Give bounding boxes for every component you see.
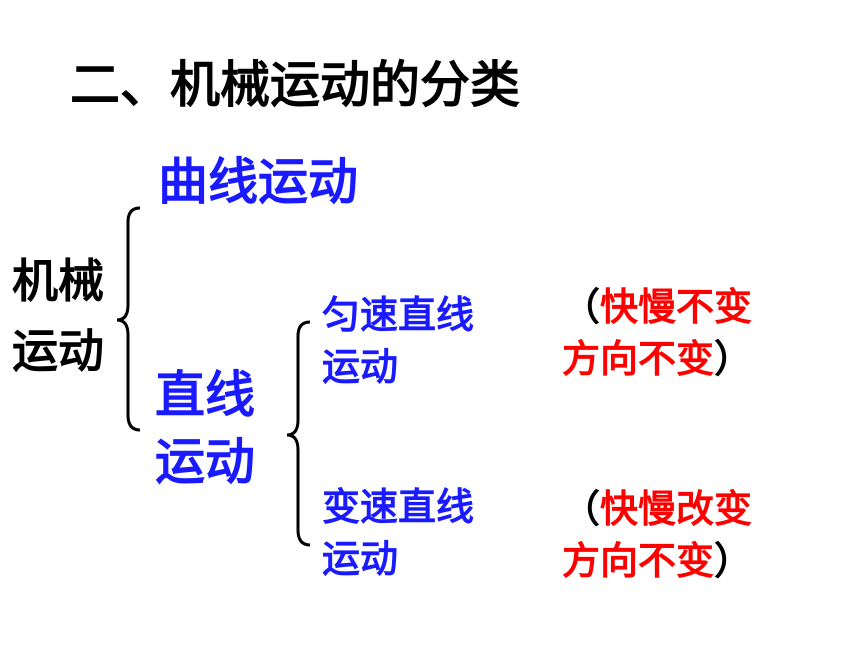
- branch-straight-line2: 运动: [155, 433, 255, 491]
- note-variable-close-paren: ）: [714, 539, 753, 583]
- note-variable-speed: 快慢改变: [600, 487, 753, 531]
- brace-main: [116, 206, 141, 432]
- note-variable-open-paren: （: [562, 487, 601, 531]
- root-label-line2: 运动: [12, 324, 104, 378]
- root-label-line1: 机械: [12, 254, 104, 308]
- brace-straight: [286, 320, 311, 547]
- sub-uniform-line2: 运动: [322, 345, 399, 389]
- note-variable-line2: 方向不变）: [562, 542, 752, 580]
- note-uniform-speed: 快慢不变: [600, 285, 753, 329]
- branch-straight-line1: 直线: [155, 366, 255, 424]
- note-uniform-line2: 方向不变）: [562, 340, 752, 378]
- page-title: 二、机械运动的分类: [70, 56, 520, 114]
- note-uniform-line1: （快慢不变: [562, 288, 752, 326]
- sub-variable-line1: 变速直线: [322, 485, 475, 529]
- note-uniform-direction: 方向不变: [562, 337, 715, 381]
- sub-uniform-line1: 匀速直线: [322, 293, 475, 337]
- note-variable-line1: （快慢改变: [562, 490, 752, 528]
- note-uniform-close-paren: ）: [714, 337, 753, 381]
- branch-curve-motion: 曲线运动: [158, 153, 358, 211]
- note-variable-direction: 方向不变: [562, 539, 715, 583]
- sub-variable-line2: 运动: [322, 537, 399, 581]
- note-uniform-open-paren: （: [562, 285, 601, 329]
